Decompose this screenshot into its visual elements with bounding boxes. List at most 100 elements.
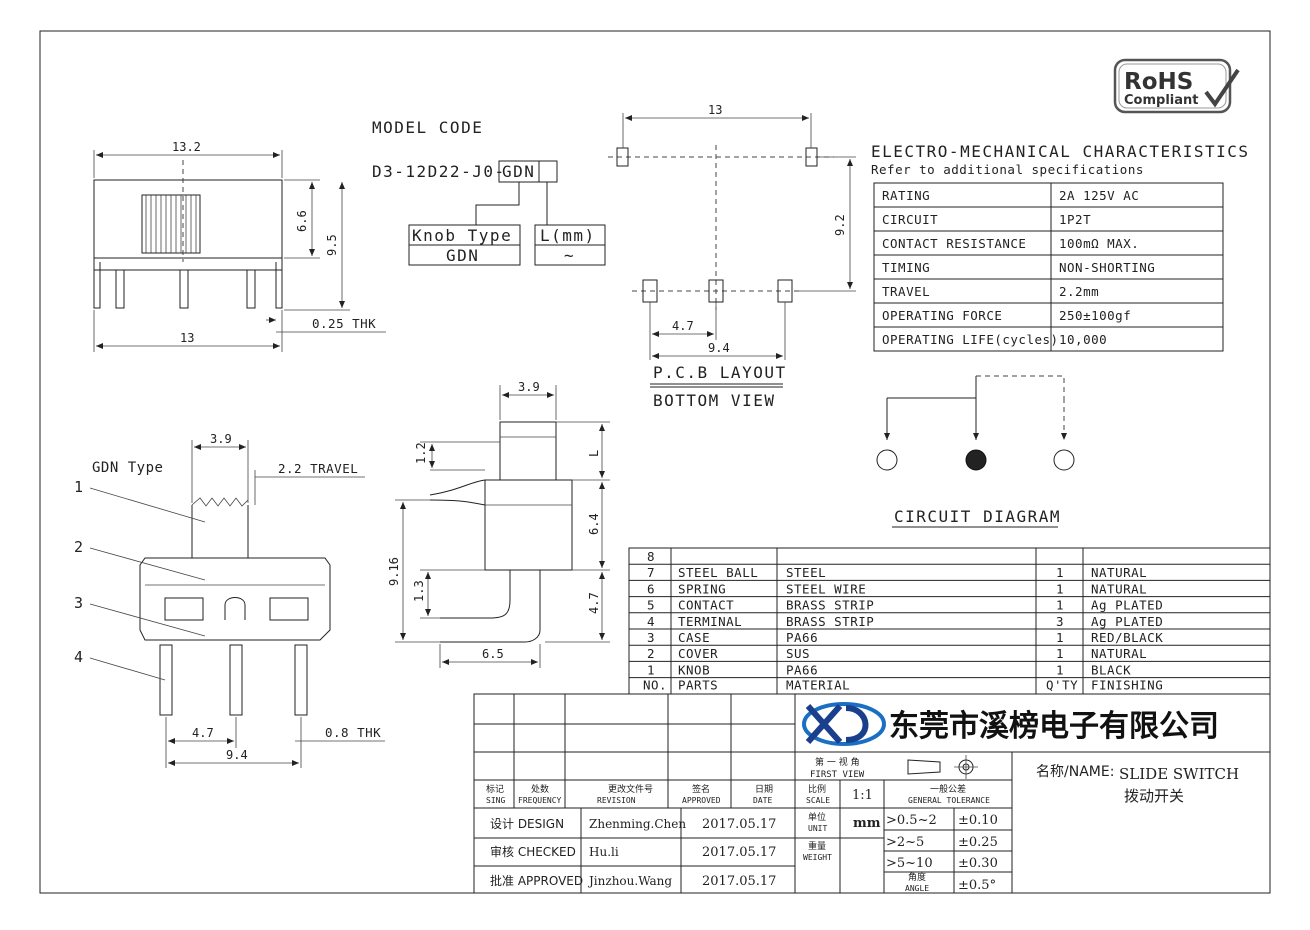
first-view-en: FIRST VIEW [810, 770, 865, 780]
callout-2: 2 [74, 538, 84, 556]
scale-label-cn: 比例 [808, 783, 826, 795]
part-no: 3 [647, 630, 655, 645]
signoff-date: 2017.05.17 [702, 817, 776, 832]
tolerance-range: >2~5 [886, 835, 924, 850]
char-key: CIRCUIT [882, 212, 938, 227]
rev-header-en: REVISION [597, 796, 636, 805]
part-qty: 3 [1056, 614, 1064, 629]
first-view-cn: 第 一 视 角 [815, 756, 860, 768]
dim-side-9-16: 9.16 [387, 557, 401, 586]
signoff-role: 批准 APPROVED [490, 873, 583, 888]
char-value: 100mΩ MAX. [1059, 236, 1139, 251]
part-material: STEEL WIRE [786, 581, 866, 596]
parts-header-qty: Q'TY [1046, 678, 1078, 693]
company-logo [802, 702, 886, 746]
terminal-circle-common [965, 449, 987, 471]
signoff-name: Zhenming.Chen [589, 817, 686, 831]
unit-label-cn: 单位 [808, 811, 826, 823]
part-qty: 1 [1056, 630, 1064, 645]
parts-header-no: NO. [643, 678, 667, 693]
part-no: 4 [647, 614, 655, 629]
rev-header-en: SING [486, 796, 505, 805]
dim-travel: 2.2 TRAVEL [278, 461, 358, 476]
characteristics-subtitle: Refer to additional specifications [871, 162, 1144, 177]
pcb-layout-subtitle: BOTTOM VIEW [653, 391, 775, 410]
dim-pin-thickness: 0.8 THK [325, 725, 381, 740]
parts-header-part: PARTS [678, 678, 718, 693]
knob-type-value: GDN [446, 246, 479, 265]
rohs-title: RoHS [1124, 69, 1193, 95]
dim-pcb-height: 9.2 [833, 214, 847, 236]
parts-header-finish: FINISHING [1091, 678, 1163, 693]
part-finish: Ag PLATED [1091, 598, 1163, 613]
part-finish: NATURAL [1091, 581, 1147, 596]
weight-label-cn: 重量 [808, 840, 826, 852]
tolerance-value: ±0.30 [958, 856, 998, 871]
tolerance-label-cn: 一般公差 [930, 783, 966, 795]
part-material: BRASS STRIP [786, 598, 874, 613]
length-label: L(mm) [540, 226, 596, 245]
part-no: 2 [647, 646, 655, 661]
assembly-view: GDN Type 1 2 3 4 3.9 2.2 TRAVEL [74, 432, 385, 768]
rev-header-cn: 签名 [692, 783, 710, 795]
part-name: STEEL BALL [678, 565, 758, 580]
characteristics-title: ELECTRO-MECHANICAL CHARACTERISTICS [871, 142, 1250, 161]
dim-assembly-pitch: 4.7 [192, 726, 214, 740]
dim-assembly-span: 9.4 [226, 748, 248, 762]
knob-type-label: Knob Type [412, 226, 512, 245]
rev-header-en: DATE [753, 796, 772, 805]
checkmark-icon [1204, 68, 1240, 108]
part-qty: 1 [1056, 598, 1064, 613]
signoff-date: 2017.05.17 [702, 845, 776, 860]
char-value: 2.2mm [1059, 284, 1099, 299]
part-material: PA66 [786, 662, 818, 677]
rev-header-cn: 标记 [486, 783, 504, 795]
tolerance-value: ±0.10 [958, 813, 998, 828]
scale-label-en: SCALE [806, 796, 830, 805]
callout-4: 4 [74, 648, 84, 666]
tolerance-range: >0.5~2 [886, 813, 937, 828]
char-key: OPERATING LIFE(cycles) [882, 332, 1059, 347]
part-name: CONTACT [678, 598, 734, 613]
terminal-circle-left [876, 449, 898, 471]
pcb-layout-title: P.C.B LAYOUT [653, 363, 787, 382]
dim-front-height-body: 6.6 [295, 210, 309, 232]
dim-side-4-7: 4.7 [587, 592, 601, 614]
char-key: RATING [882, 188, 930, 203]
dim-pcb-width: 13 [708, 103, 722, 117]
circuit-diagram-title: CIRCUIT DIAGRAM [894, 507, 1061, 526]
knob-type-caption: GDN Type [92, 460, 163, 476]
rev-header-cn: 更改文件号 [608, 783, 653, 795]
char-value: 1P2T [1059, 212, 1091, 227]
part-material: BRASS STRIP [786, 614, 874, 629]
char-value: 2A 125V AC [1059, 188, 1139, 203]
part-name: SPRING [678, 581, 726, 596]
signoff-name: Jinzhou.Wang [587, 874, 672, 888]
callout-3: 3 [74, 594, 84, 612]
angle-label-en: ANGLE [905, 884, 929, 893]
unit-value: mm [853, 816, 881, 831]
part-finish: BLACK [1091, 662, 1131, 677]
part-no: 8 [647, 549, 655, 564]
tolerance-value: ±0.5° [958, 878, 996, 893]
length-value: ~ [564, 246, 575, 265]
dim-front-thickness: 0.25 THK [312, 316, 376, 331]
dim-pcb-span: 9.4 [708, 341, 730, 355]
scale-value: 1:1 [852, 788, 873, 803]
part-finish: Ag PLATED [1091, 614, 1163, 629]
part-finish: NATURAL [1091, 565, 1147, 580]
dim-side-L: L [587, 450, 601, 457]
characteristics-table: ELECTRO-MECHANICAL CHARACTERISTICS Refer… [871, 142, 1250, 352]
callout-1: 1 [74, 478, 84, 496]
signoff-name: Hu.li [589, 845, 619, 859]
product-name-cn: 拨动开关 [1124, 787, 1184, 805]
rohs-subtitle: Compliant [1124, 93, 1198, 108]
side-view: 3.9 1.2 L 6.4 4.7 9.16 1.3 6.5 [387, 380, 610, 668]
part-name: KNOB [678, 662, 710, 677]
part-qty: 1 [1056, 646, 1064, 661]
signoff-date: 2017.05.17 [702, 874, 776, 889]
model-code-prefix: D3-12D22-J0- [372, 162, 506, 181]
name-label: 名称/NAME: [1036, 764, 1114, 780]
part-finish: RED/BLACK [1091, 630, 1163, 645]
char-value: 250±100gf [1059, 308, 1131, 323]
